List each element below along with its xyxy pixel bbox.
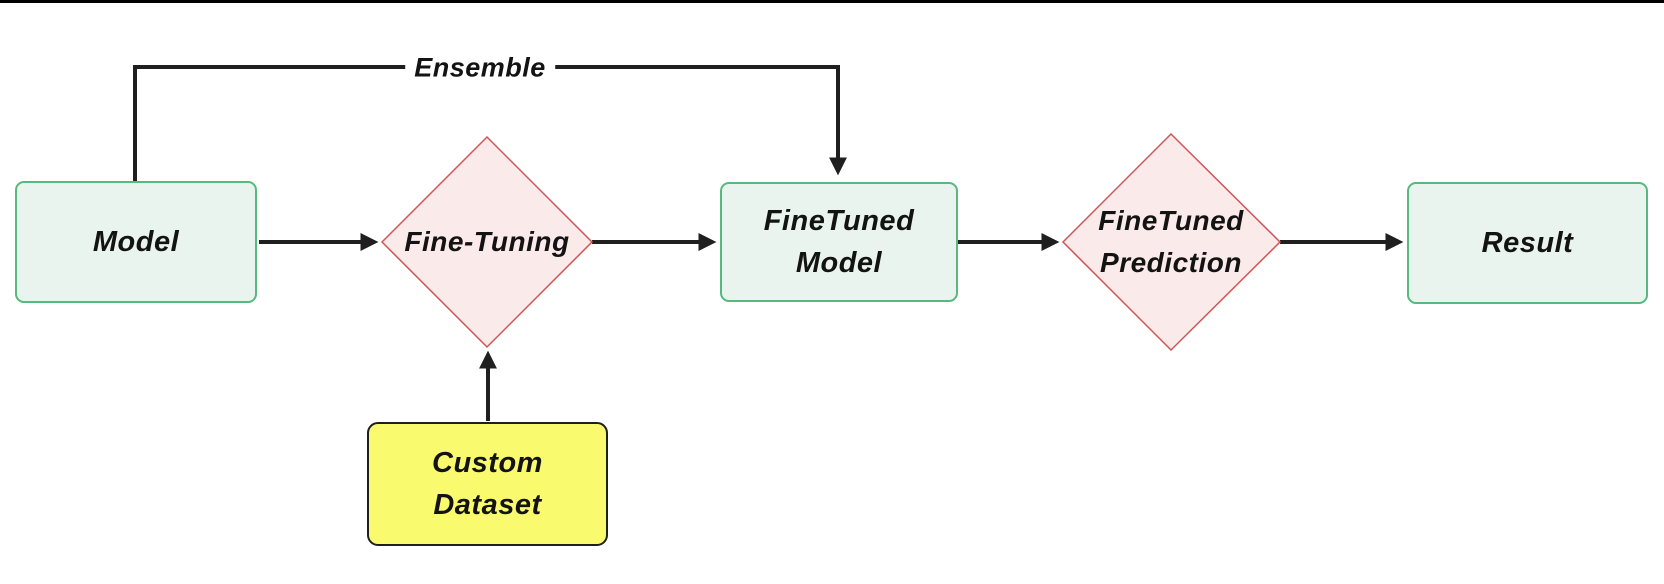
node-result: Result xyxy=(1407,182,1648,304)
node-custom-dataset-label: Custom Dataset xyxy=(432,447,543,521)
node-custom-dataset: Custom Dataset xyxy=(367,422,608,546)
node-result-label: Result xyxy=(1481,227,1574,259)
node-finetuned-model: FineTuned Model xyxy=(720,182,958,302)
node-model-label: Model xyxy=(92,226,180,258)
node-finetuned-model-label: FineTuned Model xyxy=(763,205,915,279)
node-fine-tuning-label: Fine-Tuning xyxy=(404,226,570,257)
node-fine-tuning-diamond xyxy=(380,135,594,349)
top-border-line xyxy=(0,0,1664,3)
node-finetuned-prediction-diamond xyxy=(1061,132,1282,352)
node-model: Model xyxy=(15,181,257,303)
edge-ensemble-label: Ensemble xyxy=(405,52,555,84)
node-finetuned-prediction-label: FineTuned Prediction xyxy=(1098,205,1244,278)
